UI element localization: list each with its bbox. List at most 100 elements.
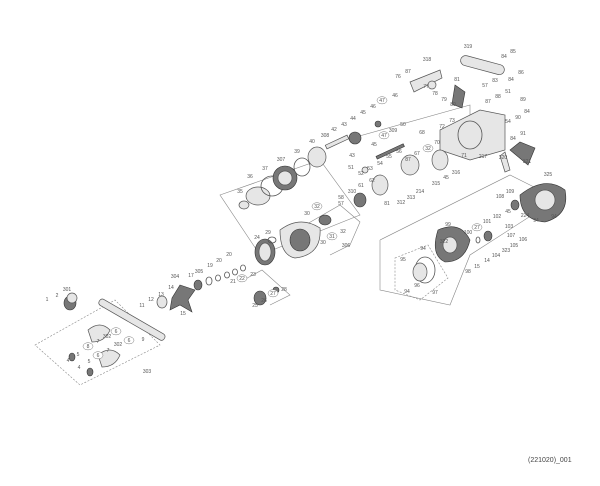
part-number-label: 95 — [400, 257, 406, 263]
part-number-label: 44 — [350, 116, 356, 122]
clutch-button-part — [509, 141, 536, 166]
handle-knob-part — [97, 349, 121, 368]
washer-part — [240, 264, 246, 272]
part-number-label: 68 — [419, 130, 425, 136]
washer-part — [215, 274, 221, 282]
callout-circle — [311, 202, 323, 211]
part-number-label: 90 — [515, 115, 521, 121]
part-number-label: 29 — [265, 230, 271, 236]
part-number-label: 100 — [464, 230, 473, 236]
side-plate-gear-part — [289, 228, 311, 252]
part-number-label: 45 — [360, 110, 366, 116]
part-number-label: 4 — [67, 358, 70, 364]
part-number-label: 301 — [63, 287, 72, 293]
bearing-part — [483, 230, 493, 242]
part-number-label: 53 — [367, 166, 373, 172]
part-number-label: 73 — [449, 118, 455, 124]
part-number-label: 304 — [171, 274, 180, 280]
part-number-label: 56 — [396, 149, 402, 155]
side-plate-outline — [379, 174, 541, 306]
spool-assembly-outline — [394, 244, 449, 301]
star-ratchet-part — [307, 146, 327, 168]
part-number-label: 108 — [496, 194, 505, 200]
part-number-label: 81 — [384, 201, 390, 207]
part-number-label: 319 — [464, 44, 473, 50]
callout-circle — [326, 232, 338, 241]
part-number-label: 28 — [281, 287, 287, 293]
part-number-label: 8 — [87, 344, 90, 350]
part-number-label: 62 — [369, 178, 375, 184]
part-number-label: 224 — [521, 213, 530, 219]
part-number-label: 84 — [524, 109, 530, 115]
part-number-label: 103 — [505, 224, 514, 230]
part-number-label: 52 — [358, 171, 364, 177]
part-number-label: 6 — [97, 353, 100, 359]
part-number-label: 305 — [195, 269, 204, 275]
plate-part — [371, 174, 389, 196]
drag-group-outline — [239, 269, 291, 306]
callout-circle — [110, 327, 122, 336]
part-number-label: 109 — [506, 189, 515, 195]
spool-hub-part — [412, 262, 428, 282]
part-number-label: 87 — [485, 99, 491, 105]
part-number-label: 32 — [425, 146, 431, 152]
bearing-part — [193, 279, 203, 291]
part-number-label: 83 — [492, 78, 498, 84]
part-number-label: 9 — [142, 337, 145, 343]
part-number-label: 99 — [445, 222, 451, 228]
parts — [63, 55, 567, 377]
part-number-label: 94 — [533, 218, 539, 224]
part-number-label: 97 — [432, 290, 438, 296]
bearing-part — [238, 200, 250, 210]
callout-circle — [82, 342, 94, 351]
part-number-label: 42 — [331, 127, 337, 133]
part-number-label: 302 — [103, 334, 112, 340]
part-number-label: 101 — [483, 219, 492, 225]
part-number-label: 2 — [56, 293, 59, 299]
clutch-washer-part — [293, 157, 311, 177]
part-number-label: 51 — [505, 89, 511, 95]
assembly-group-outlines — [34, 104, 541, 386]
part-number-label: 94 — [404, 289, 410, 295]
part-number-label: 23 — [250, 272, 256, 278]
part-number-label: 87 — [405, 157, 411, 163]
part-number-label: 57 — [482, 83, 488, 89]
washer-part — [205, 276, 213, 286]
part-number-label: 325 — [544, 172, 553, 178]
part-number-label: 318 — [423, 57, 432, 63]
main-gear-hub-part — [277, 170, 293, 186]
collar-part — [475, 236, 481, 244]
part-number-label: 22 — [239, 276, 245, 282]
part-number-label: 85 — [510, 49, 516, 55]
part-number-label: 20 — [216, 258, 222, 264]
part-number-label: 313 — [407, 195, 416, 201]
part-number-label: 57 — [338, 201, 344, 207]
part-number-label: 54 — [377, 161, 383, 167]
part-number-label: 24 — [254, 235, 260, 241]
part-number-label: 84 — [510, 136, 516, 142]
part-number-label: 47 — [379, 98, 385, 104]
part-number-label: 5 — [77, 352, 80, 358]
washer-part — [224, 271, 230, 279]
knob-cap-part — [68, 352, 76, 362]
callout-circle — [92, 351, 104, 360]
part-number-label: 67 — [414, 151, 420, 157]
part-number-label: 37 — [262, 166, 268, 172]
part-number-label: 316 — [452, 170, 461, 176]
part-number-label: 47 — [381, 133, 387, 139]
part-number-label: 35 — [237, 189, 243, 195]
part-number-label: 14 — [168, 285, 174, 291]
washer-part — [267, 236, 277, 244]
pinion-gear-part — [348, 131, 362, 145]
handle-assembly-outline — [34, 299, 161, 386]
handle-nut-plate-part — [66, 292, 78, 304]
part-number-label: 76 — [395, 74, 401, 80]
part-number-label: 306 — [342, 243, 351, 249]
pinion-group-outline — [299, 204, 361, 256]
part-number-label: 43 — [341, 122, 347, 128]
star-drag-part — [169, 284, 196, 313]
part-number-label: 84 — [508, 77, 514, 83]
callout-circle — [378, 131, 390, 140]
part-number-label: 96 — [414, 283, 420, 289]
